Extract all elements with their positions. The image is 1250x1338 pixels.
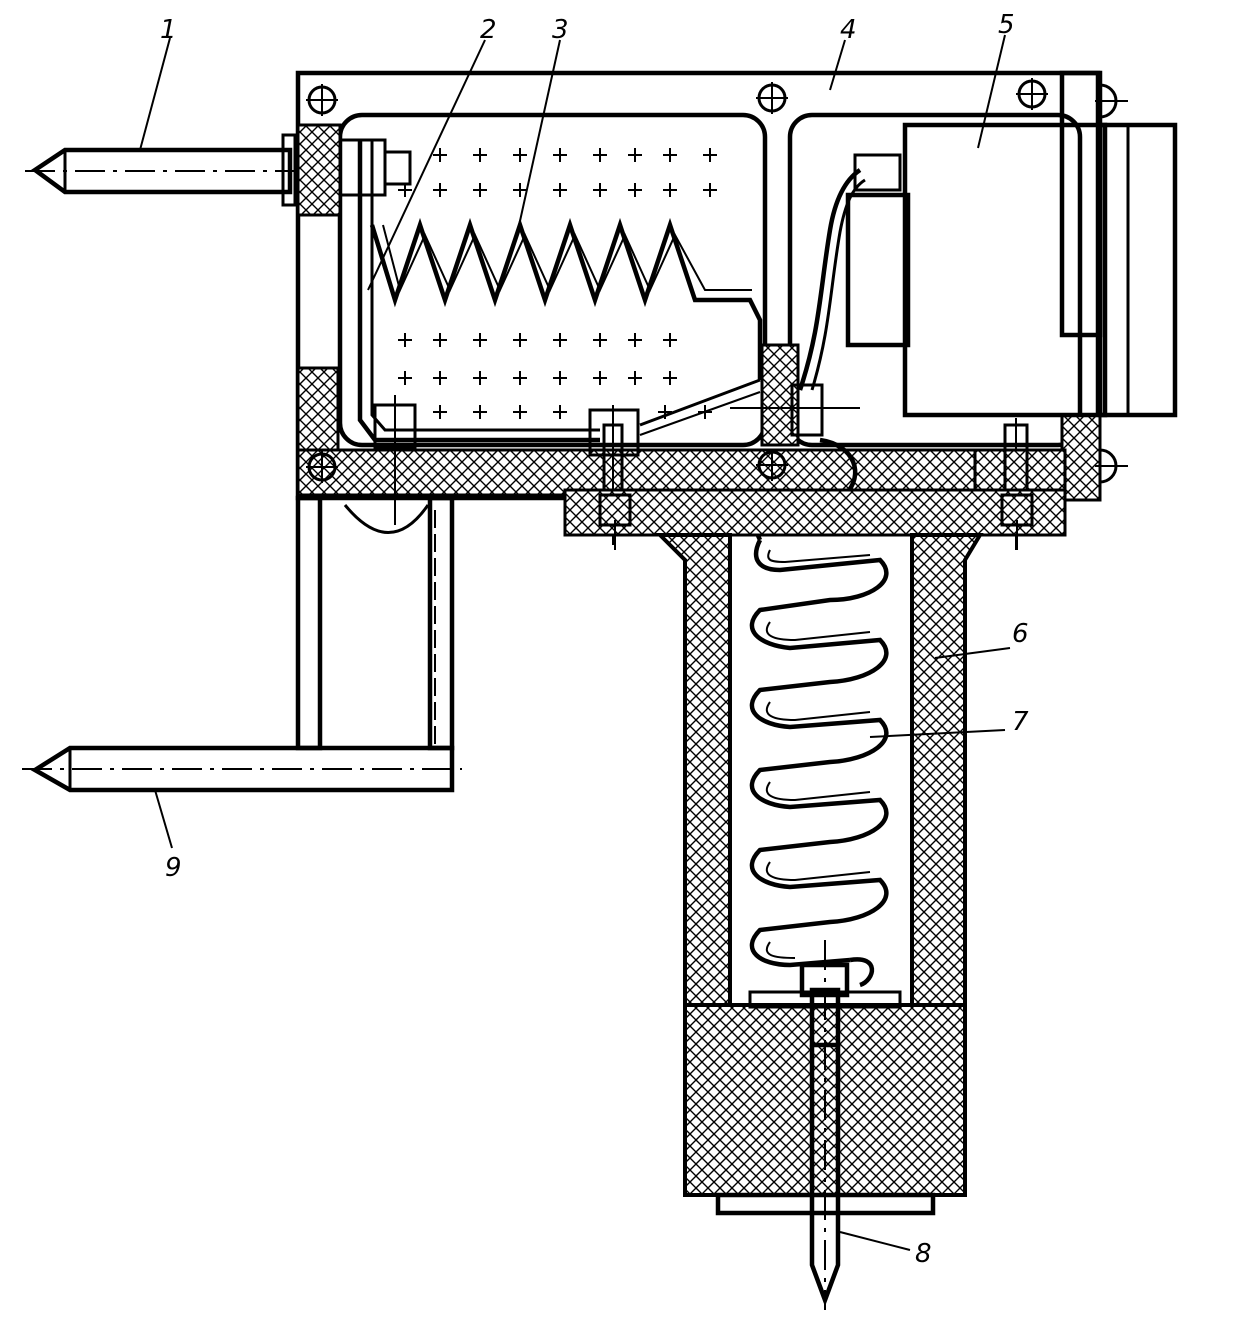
plus-mark (513, 183, 527, 197)
callout-2: 2 (480, 15, 497, 45)
callout-6: 6 (1012, 619, 1029, 649)
screw-head (1016, 78, 1048, 110)
plus-mark (433, 183, 447, 197)
electrode-bracket (295, 495, 455, 751)
plus-mark (703, 148, 717, 162)
screw-head (1095, 448, 1128, 484)
plus-mark (473, 371, 487, 385)
plus-mark (593, 333, 607, 347)
callout-labels: 1 2 3 4 5 6 7 8 9 (160, 10, 1029, 1269)
lower-electrode-9 (22, 745, 462, 793)
callout-7: 7 (1012, 707, 1029, 737)
plus-mark (553, 148, 567, 162)
plus-mark (433, 371, 447, 385)
left-electrode-1 (25, 147, 300, 195)
screw-head (1095, 83, 1128, 119)
insulating-bushing (281, 123, 412, 217)
plus-mark (628, 183, 642, 197)
plus-mark (663, 148, 677, 162)
plus-mark (663, 371, 677, 385)
screw-head (306, 84, 338, 116)
plus-mark (433, 333, 447, 347)
plus-mark (663, 333, 677, 347)
plus-mark (703, 183, 717, 197)
plus-mark (433, 148, 447, 162)
cylinder-flange (563, 488, 1067, 550)
leader-lines (139, 34, 1011, 1251)
callout-5: 5 (998, 10, 1015, 40)
plus-mark (433, 405, 447, 419)
callout-9: 9 (165, 853, 182, 883)
callout-8: 8 (915, 1239, 932, 1269)
plus-mark (628, 333, 642, 347)
plus-mark (513, 333, 527, 347)
relay-5 (845, 122, 1178, 418)
plus-mark (628, 148, 642, 162)
callout-3: 3 (552, 15, 569, 45)
heating-coil-3 (369, 217, 763, 380)
plus-mark (513, 371, 527, 385)
plus-mark (628, 371, 642, 385)
plus-mark (553, 405, 567, 419)
plus-mark (593, 183, 607, 197)
plus-mark (473, 405, 487, 419)
plus-mark (513, 148, 527, 162)
plus-mark (398, 333, 412, 347)
callout-1: 1 (160, 15, 177, 45)
plus-mark (593, 371, 607, 385)
conductor-2 (357, 140, 600, 443)
plus-mark (473, 148, 487, 162)
plus-mark (553, 183, 567, 197)
plus-mark (663, 183, 677, 197)
plus-mark (398, 371, 412, 385)
plus-mark (398, 183, 412, 197)
screw-head (756, 82, 788, 114)
plus-mark (473, 183, 487, 197)
spring-7 (749, 538, 889, 988)
plus-mark (553, 333, 567, 347)
filler-marks (398, 148, 717, 419)
callout-4: 4 (840, 15, 857, 45)
screw-head (306, 451, 338, 483)
plus-mark (593, 148, 607, 162)
bottom-electrode-8 (799, 940, 850, 1310)
mounting-bolt (373, 395, 417, 525)
plus-mark (553, 371, 567, 385)
screw-set (306, 78, 1128, 484)
screw-head (756, 449, 788, 481)
plus-mark (473, 333, 487, 347)
plus-mark (513, 405, 527, 419)
